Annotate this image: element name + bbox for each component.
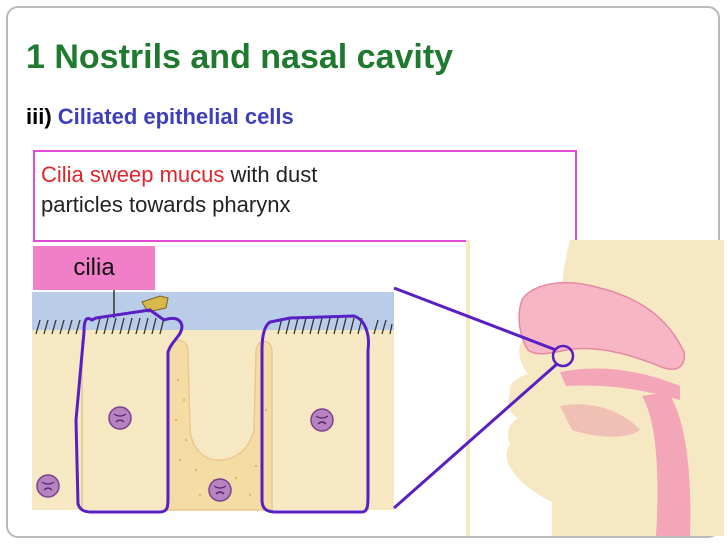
goblet-cell (167, 339, 273, 511)
caption-line1-rest: with dust (224, 162, 318, 187)
zoom-line-top (393, 286, 557, 352)
zoom-lines (393, 286, 558, 510)
slide-title: 1 Nostrils and nasal cavity (26, 38, 454, 76)
caption-highlight: Cilia sweep mucus (41, 162, 225, 187)
nucleus (36, 474, 60, 498)
pharynx (642, 392, 691, 536)
nucleus (208, 478, 232, 502)
nucleus (310, 408, 334, 432)
cilia-hairs (35, 317, 393, 335)
tongue (560, 404, 640, 437)
cilia-label: cilia (33, 246, 155, 290)
epithelium-panel (32, 290, 394, 514)
nuclei (36, 406, 334, 502)
nucleus (108, 406, 132, 430)
cell-outlines (74, 308, 370, 514)
focus-circle (551, 344, 575, 368)
subtitle-prefix: iii) (26, 104, 52, 129)
caption-line2: particles towards pharynx (41, 192, 291, 217)
slide-subtitle: iii) Ciliated epithelial cells (26, 104, 294, 130)
subtitle-text: Ciliated epithelial cells (57, 104, 294, 129)
head-profile-panel (466, 240, 724, 536)
cell-outline-right (260, 314, 370, 514)
zoom-line-bottom (393, 362, 558, 510)
cell-outline-left (74, 308, 184, 514)
caption-box: Cilia sweep mucus with dust particles to… (33, 150, 577, 242)
palate (560, 368, 680, 400)
